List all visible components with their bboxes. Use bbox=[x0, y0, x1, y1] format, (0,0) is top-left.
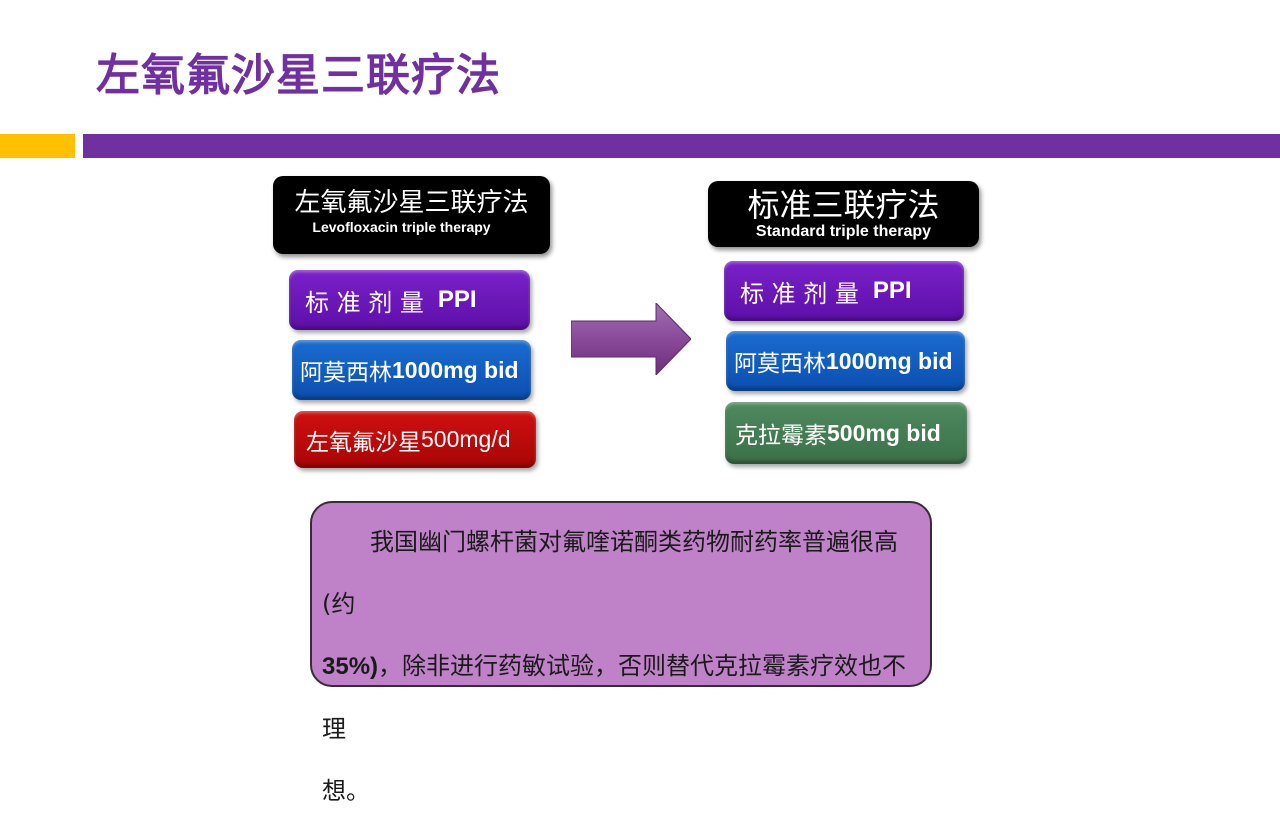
pill-label-zh: 左氧氟沙星 bbox=[306, 429, 421, 456]
levofloxacin-header-en: Levofloxacin triple therapy bbox=[312, 219, 491, 235]
accent-bar-purple bbox=[83, 134, 1280, 158]
note-percent: 35%) bbox=[322, 653, 379, 680]
pill-label-en: 500mg/d bbox=[421, 426, 511, 452]
accent-bar-yellow bbox=[0, 134, 75, 158]
note-line-1: 我国幽门螺杆菌对氟喹诺酮类药物耐药率普遍很高(约 bbox=[322, 528, 898, 618]
pill-label-en: 1000mg bid bbox=[392, 356, 519, 383]
standard-header-zh: 标准三联疗法 bbox=[747, 186, 940, 224]
pill-label-zh: 阿莫西林 bbox=[300, 360, 392, 386]
standard-header-box: 标准三联疗法 Standard triple therapy bbox=[708, 181, 979, 247]
pill-label-zh: 克拉霉素 bbox=[735, 423, 827, 449]
standard-header-en: Standard triple therapy bbox=[755, 223, 932, 240]
pill-label-en: PPI bbox=[437, 286, 477, 313]
right-ppi-pill: 标 准 剂 量 PPI bbox=[724, 261, 964, 321]
pill-label-zh: 标 准 剂 量 bbox=[740, 279, 859, 308]
pill-label-zh: 阿莫西林 bbox=[734, 351, 826, 377]
pill-label-en: 1000mg bid bbox=[826, 347, 953, 374]
levofloxacin-header-zh: 左氧氟沙星三联疗法 bbox=[294, 188, 529, 218]
resistance-note-box: 我国幽门螺杆菌对氟喹诺酮类药物耐药率普遍很高(约 35%)，除非进行药敏试验，否… bbox=[310, 501, 932, 805]
note-line-2-text: ，除非进行药敏试验，否则替代克拉霉素疗效也不理 bbox=[322, 652, 907, 743]
pill-label-en: PPI bbox=[872, 277, 912, 304]
slide-title: 左氧氟沙星三联疗法 bbox=[96, 50, 501, 101]
pill-label-zh: 标 准 剂 量 bbox=[305, 288, 424, 317]
levofloxacin-header-box: 左氧氟沙星三联疗法 Levofloxacin triple therapy bbox=[273, 176, 550, 254]
pill-label-en: 500mg bid bbox=[827, 419, 941, 446]
left-ppi-pill: 标 准 剂 量 PPI bbox=[289, 270, 530, 330]
note-line-2: 35%)，除非进行药敏试验，否则替代克拉霉素疗效也不理 bbox=[322, 635, 920, 760]
right-arrow-icon bbox=[571, 303, 691, 375]
note-line-3: 想。 bbox=[322, 777, 370, 805]
